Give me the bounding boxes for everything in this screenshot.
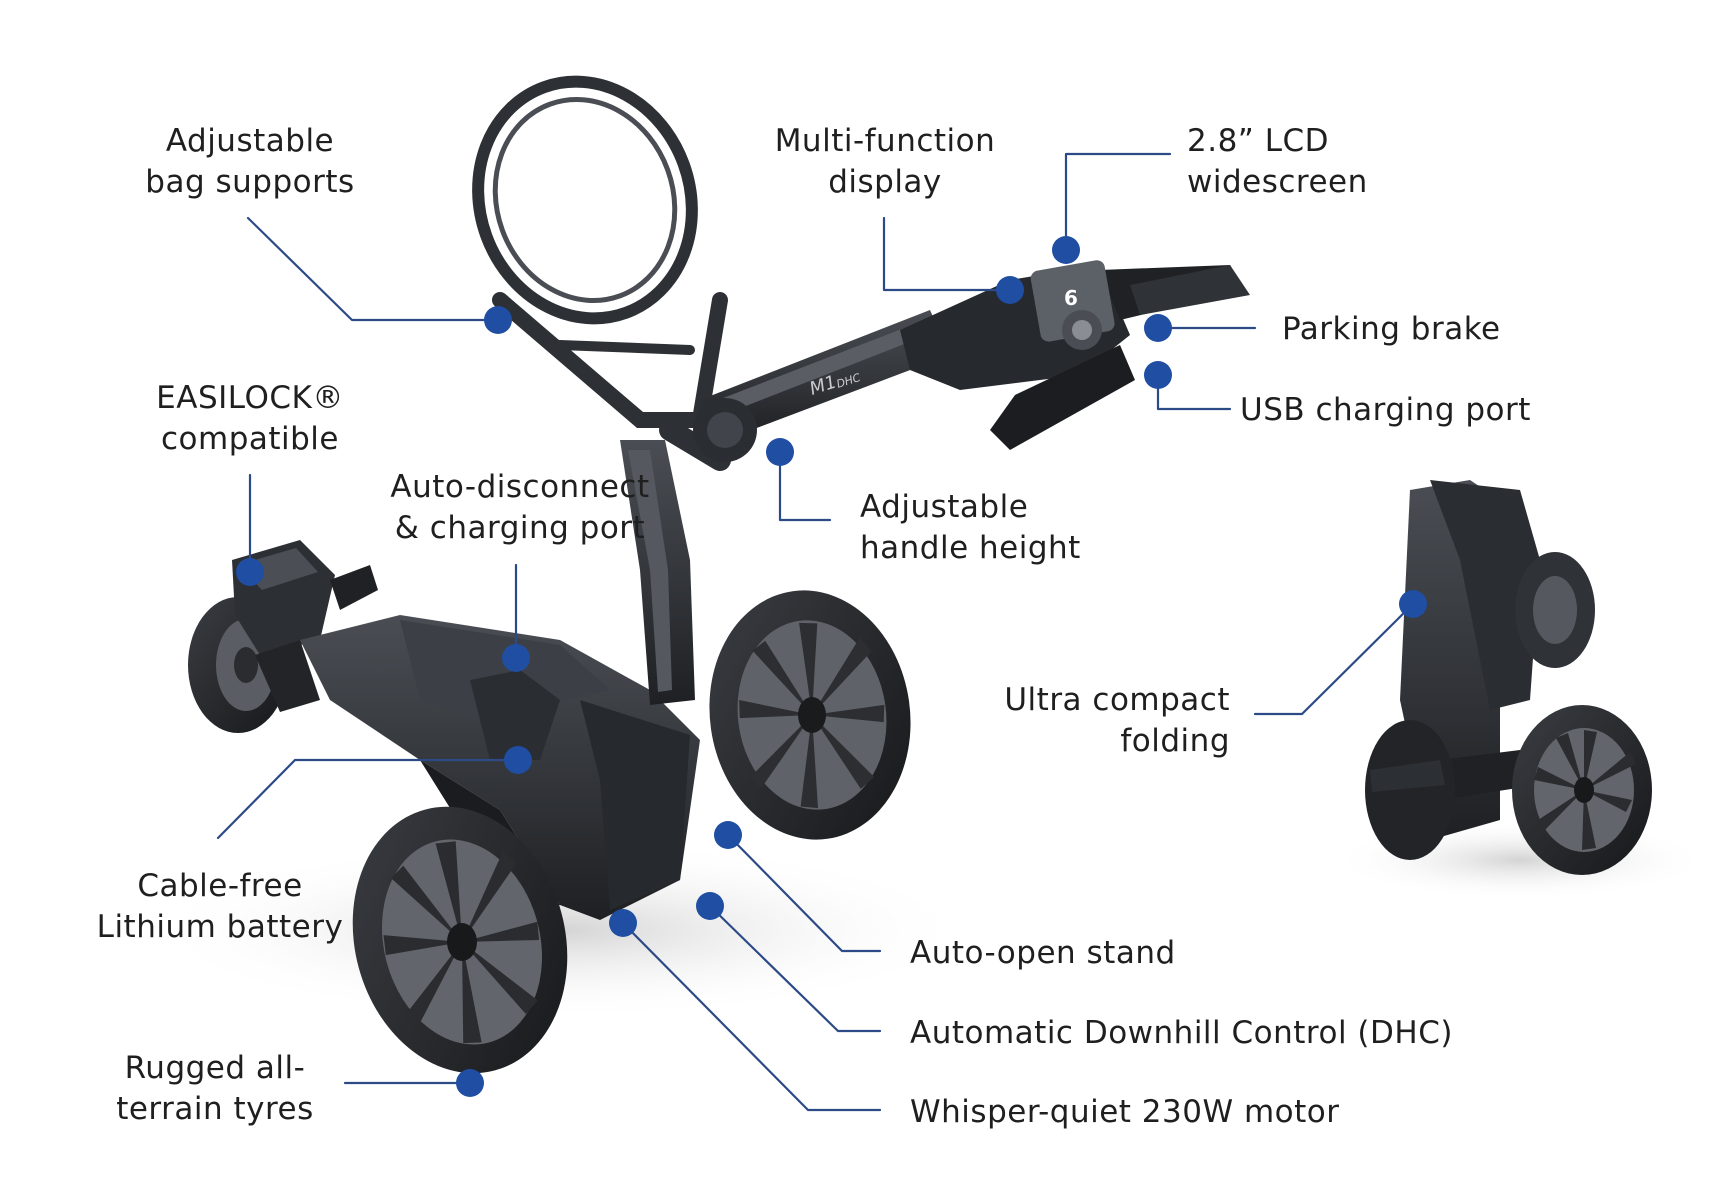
bag-support-frame — [472, 75, 731, 471]
folded-trolley — [1365, 480, 1652, 875]
rear-right-wheel — [709, 590, 911, 840]
lcd-digit: 6 — [1064, 286, 1078, 310]
callout-dot-lcd-widescreen — [1052, 236, 1080, 264]
leader-line-motor — [621, 921, 882, 1112]
label-usb-charging-port: USB charging port — [1240, 390, 1570, 431]
label-tyres-line1: Rugged all- — [124, 1050, 306, 1086]
label-bag-supports-line2: bag supports — [145, 164, 355, 200]
label-adjustable-handle-height: Adjustable handle height — [860, 487, 1120, 569]
label-tyres-line2: terrain tyres — [116, 1091, 314, 1127]
leader-line-handle-height — [778, 450, 832, 522]
callout-dot-ultra-compact — [1399, 590, 1427, 618]
label-lcd-line2: widescreen — [1187, 164, 1368, 200]
label-multi-function-line1: Multi-function — [774, 123, 996, 159]
label-multi-function-display: Multi-function display — [760, 121, 1010, 203]
leader-line-auto-open-stand — [726, 833, 882, 953]
label-auto-disconnect-line1: Auto-disconnect — [390, 469, 650, 505]
label-usb-line1: USB charging port — [1240, 392, 1531, 428]
callout-dot-rugged-tyres — [456, 1069, 484, 1097]
label-auto-open-line1: Auto-open stand — [910, 935, 1176, 971]
label-dhc-line1: Automatic Downhill Control (DHC) — [910, 1015, 1453, 1051]
callout-dot-usb-charging-port — [1144, 361, 1172, 389]
leader-line-cable-free — [216, 758, 520, 840]
label-ultra-compact-line1: Ultra compact — [1004, 682, 1230, 718]
leader-line-lcd-widescreen — [1064, 152, 1172, 252]
callout-dot-bag-supports — [484, 306, 512, 334]
label-rugged-tyres: Rugged all- terrain tyres — [95, 1048, 335, 1130]
label-auto-disconnect-line2: & charging port — [394, 510, 646, 546]
leader-line-multi-function — [882, 216, 1012, 292]
label-ultra-compact-line2: folding — [1120, 723, 1230, 759]
label-ultra-compact-folding: Ultra compact folding — [960, 680, 1230, 762]
handle-head — [900, 260, 1250, 450]
label-easilock: EASILOCK® compatible — [130, 378, 370, 460]
label-motor-line1: Whisper-quiet 230W motor — [910, 1094, 1340, 1130]
callout-dot-auto-disconnect — [502, 644, 530, 672]
callout-dot-handle-height — [766, 438, 794, 466]
label-easilock-line1: EASILOCK® — [156, 380, 344, 416]
stem — [620, 440, 695, 705]
label-cable-free-battery: Cable-free Lithium battery — [80, 866, 360, 948]
leader-line-downhill-control — [708, 904, 882, 1033]
callout-dot-motor — [609, 909, 637, 937]
label-bag-supports-line1: Adjustable — [165, 123, 335, 159]
label-lcd-line1: 2.8” LCD — [1187, 123, 1330, 159]
callout-dot-multi-function — [996, 276, 1024, 304]
label-multi-function-line2: display — [828, 164, 942, 200]
label-whisper-quiet-motor: Whisper-quiet 230W motor — [910, 1092, 1390, 1133]
callout-dot-auto-open-stand — [714, 821, 742, 849]
label-handle-height-line2: handle height — [860, 530, 1081, 566]
label-bag-supports: Adjustable bag supports — [120, 121, 380, 203]
leader-line-ultra-compact — [1253, 602, 1415, 716]
label-parking-brake-line1: Parking brake — [1282, 311, 1501, 347]
label-easilock-line2: compatible — [160, 421, 339, 457]
callout-dot-downhill-control — [696, 892, 724, 920]
label-auto-disconnect: Auto-disconnect & charging port — [370, 467, 670, 549]
label-cable-free-line1: Cable-free — [137, 868, 303, 904]
front-wheel — [352, 806, 568, 1074]
label-auto-open-stand: Auto-open stand — [910, 933, 1230, 974]
callout-dot-cable-free — [504, 746, 532, 774]
leader-line-bag-supports — [246, 216, 500, 322]
label-handle-height-line1: Adjustable — [860, 489, 1029, 525]
label-automatic-downhill-control: Automatic Downhill Control (DHC) — [910, 1013, 1510, 1054]
callout-dot-easilock — [236, 558, 264, 586]
label-cable-free-line2: Lithium battery — [96, 909, 344, 945]
handle-arm — [693, 310, 950, 462]
label-parking-brake: Parking brake — [1282, 309, 1542, 350]
callout-dot-parking-brake — [1144, 314, 1172, 342]
label-lcd-widescreen: 2.8” LCD widescreen — [1187, 121, 1417, 203]
